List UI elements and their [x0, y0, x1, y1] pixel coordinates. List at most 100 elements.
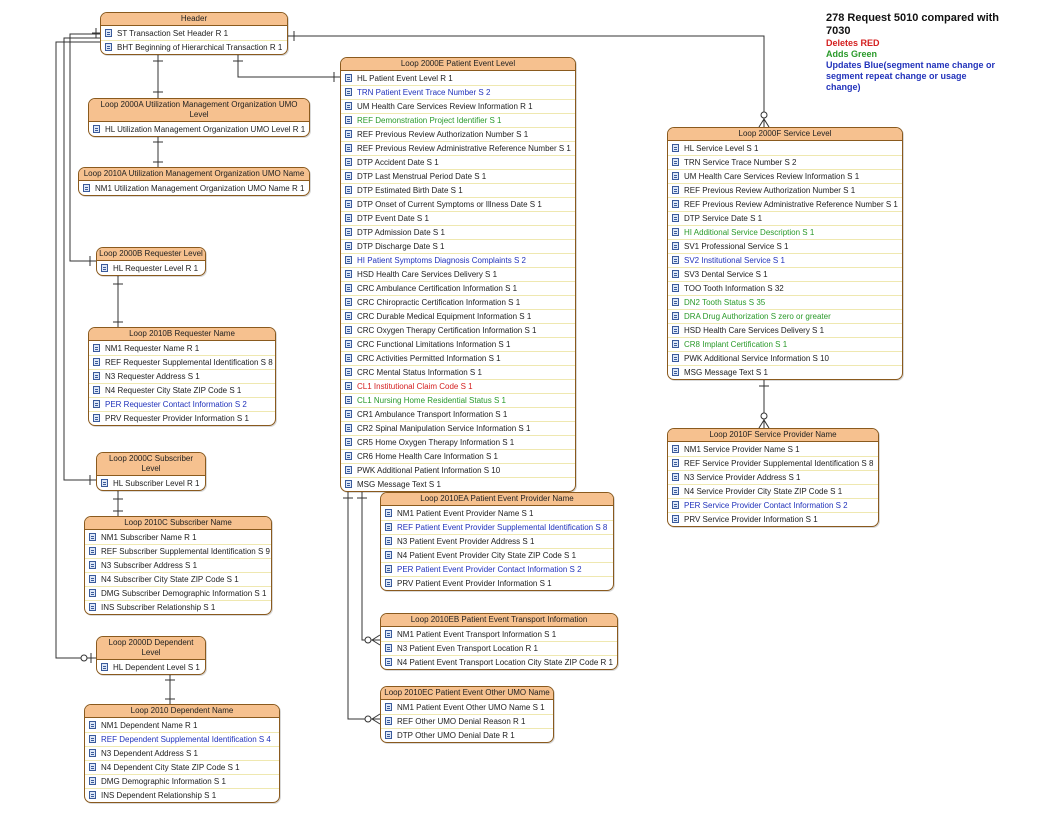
segment-row[interactable]: HL Requester Level R 1 — [97, 262, 205, 275]
segment-row[interactable]: REF Other UMO Denial Reason R 1 — [381, 715, 553, 729]
segment-row[interactable]: N3 Patient Event Provider Address S 1 — [381, 535, 613, 549]
segment-row[interactable]: REF Subscriber Supplemental Identificati… — [85, 545, 271, 559]
entity-loop-2000a[interactable]: Loop 2000A Utilization Management Organi… — [88, 98, 310, 137]
segment-row[interactable]: NM1 Subscriber Name R 1 — [85, 531, 271, 545]
segment-row[interactable]: MSG Message Text S 1 — [668, 366, 902, 379]
segment-row[interactable]: REF Previous Review Authorization Number… — [341, 128, 575, 142]
segment-row[interactable]: PRV Patient Event Provider Information S… — [381, 577, 613, 590]
entity-loop-2010ec[interactable]: Loop 2010EC Patient Event Other UMO Name… — [380, 686, 554, 743]
segment-row[interactable]: REF Previous Review Authorization Number… — [668, 184, 902, 198]
segment-row[interactable]: DTP Other UMO Denial Date R 1 — [381, 729, 553, 742]
segment-row[interactable]: HSD Health Care Services Delivery S 1 — [341, 268, 575, 282]
segment-row[interactable]: DN2 Tooth Status S 35 — [668, 296, 902, 310]
segment-row[interactable]: NM1 Utilization Management Organization … — [79, 182, 309, 195]
segment-row[interactable]: DTP Event Date S 1 — [341, 212, 575, 226]
segment-row[interactable]: CRC Ambulance Certification Information … — [341, 282, 575, 296]
segment-row[interactable]: DRA Drug Authorization S zero or greater — [668, 310, 902, 324]
segment-row[interactable]: PRV Service Provider Information S 1 — [668, 513, 878, 526]
segment-row[interactable]: REF Previous Review Administrative Refer… — [668, 198, 902, 212]
segment-row[interactable]: DMG Demographic Information S 1 — [85, 775, 279, 789]
segment-row[interactable]: HI Additional Service Description S 1 — [668, 226, 902, 240]
segment-row[interactable]: NM1 Patient Event Transport Information … — [381, 628, 617, 642]
segment-row[interactable]: N3 Patient Even Transport Location R 1 — [381, 642, 617, 656]
segment-row[interactable]: PER Patient Event Provider Contact Infor… — [381, 563, 613, 577]
segment-row[interactable]: CRC Mental Status Information S 1 — [341, 366, 575, 380]
segment-row[interactable]: HSD Health Care Services Delivery S 1 — [668, 324, 902, 338]
segment-row[interactable]: CR1 Ambulance Transport Information S 1 — [341, 408, 575, 422]
segment-row[interactable]: N4 Dependent City State ZIP Code S 1 — [85, 761, 279, 775]
segment-row[interactable]: REF Demonstration Project Identifier S 1 — [341, 114, 575, 128]
segment-row[interactable]: UM Health Care Services Review Informati… — [341, 100, 575, 114]
segment-row[interactable]: CRC Functional Limitations Information S… — [341, 338, 575, 352]
segment-row[interactable]: N4 Requester City State ZIP Code S 1 — [89, 384, 275, 398]
segment-row[interactable]: NM1 Patient Event Provider Name S 1 — [381, 507, 613, 521]
segment-row[interactable]: PWK Additional Service Information S 10 — [668, 352, 902, 366]
segment-row[interactable]: NM1 Service Provider Name S 1 — [668, 443, 878, 457]
segment-row[interactable]: REF Requester Supplemental Identificatio… — [89, 356, 275, 370]
segment-row[interactable]: DTP Discharge Date S 1 — [341, 240, 575, 254]
segment-row[interactable]: NM1 Requester Name R 1 — [89, 342, 275, 356]
entity-loop-2010eb[interactable]: Loop 2010EB Patient Event Transport Info… — [380, 613, 618, 670]
segment-row[interactable]: SV3 Dental Service S 1 — [668, 268, 902, 282]
segment-row[interactable]: DMG Subscriber Demographic Information S… — [85, 587, 271, 601]
segment-row[interactable]: SV1 Professional Service S 1 — [668, 240, 902, 254]
segment-row[interactable]: CR2 Spinal Manipulation Service Informat… — [341, 422, 575, 436]
segment-row[interactable]: REF Dependent Supplemental Identificatio… — [85, 733, 279, 747]
segment-row[interactable]: HL Dependent Level S 1 — [97, 661, 205, 674]
segment-row[interactable]: CRC Durable Medical Equipment Informatio… — [341, 310, 575, 324]
segment-row[interactable]: N3 Subscriber Address S 1 — [85, 559, 271, 573]
segment-row[interactable]: CL1 Institutional Claim Code S 1 — [341, 380, 575, 394]
segment-row[interactable]: N3 Service Provider Address S 1 — [668, 471, 878, 485]
segment-row[interactable]: CL1 Nursing Home Residential Status S 1 — [341, 394, 575, 408]
segment-row[interactable]: CR6 Home Health Care Information S 1 — [341, 450, 575, 464]
segment-row[interactable]: HL Service Level S 1 — [668, 142, 902, 156]
segment-row[interactable]: PWK Additional Patient Information S 10 — [341, 464, 575, 478]
segment-row[interactable]: DTP Admission Date S 1 — [341, 226, 575, 240]
segment-row[interactable]: INS Subscriber Relationship S 1 — [85, 601, 271, 614]
segment-row[interactable]: INS Dependent Relationship S 1 — [85, 789, 279, 802]
segment-row[interactable]: HL Subscriber Level R 1 — [97, 477, 205, 490]
segment-row[interactable]: DTP Last Menstrual Period Date S 1 — [341, 170, 575, 184]
segment-row[interactable]: N3 Dependent Address S 1 — [85, 747, 279, 761]
segment-row[interactable]: ST Transaction Set Header R 1 — [101, 27, 287, 41]
segment-row[interactable]: NM1 Dependent Name R 1 — [85, 719, 279, 733]
segment-row[interactable]: MSG Message Text S 1 — [341, 478, 575, 491]
segment-row[interactable]: CRC Activities Permitted Information S 1 — [341, 352, 575, 366]
segment-row[interactable]: CRC Oxygen Therapy Certification Informa… — [341, 324, 575, 338]
segment-row[interactable]: REF Previous Review Administrative Refer… — [341, 142, 575, 156]
segment-row[interactable]: N4 Service Provider City State ZIP Code … — [668, 485, 878, 499]
segment-row[interactable]: PRV Requester Provider Information S 1 — [89, 412, 275, 425]
segment-row[interactable]: N4 Subscriber City State ZIP Code S 1 — [85, 573, 271, 587]
segment-row[interactable]: CR8 Implant Certification S 1 — [668, 338, 902, 352]
segment-row[interactable]: N4 Patient Event Provider City State ZIP… — [381, 549, 613, 563]
segment-row[interactable]: SV2 Institutional Service S 1 — [668, 254, 902, 268]
segment-row[interactable]: TRN Service Trace Number S 2 — [668, 156, 902, 170]
segment-row[interactable]: N4 Patient Event Transport Location City… — [381, 656, 617, 669]
segment-row[interactable]: HL Patient Event Level R 1 — [341, 72, 575, 86]
segment-row[interactable]: HI Patient Symptoms Diagnosis Complaints… — [341, 254, 575, 268]
segment-row[interactable]: REF Patient Event Provider Supplemental … — [381, 521, 613, 535]
segment-row[interactable]: CR5 Home Oxygen Therapy Information S 1 — [341, 436, 575, 450]
segment-row[interactable]: TOO Tooth Information S 32 — [668, 282, 902, 296]
segment-row[interactable]: HL Utilization Management Organization U… — [89, 123, 309, 136]
segment-row[interactable]: DTP Accident Date S 1 — [341, 156, 575, 170]
segment-row[interactable]: BHT Beginning of Hierarchical Transactio… — [101, 41, 287, 54]
segment-row[interactable]: REF Service Provider Supplemental Identi… — [668, 457, 878, 471]
segment-row[interactable]: PER Service Provider Contact Information… — [668, 499, 878, 513]
segment-row[interactable]: TRN Patient Event Trace Number S 2 — [341, 86, 575, 100]
segment-row[interactable]: DTP Estimated Birth Date S 1 — [341, 184, 575, 198]
segment-row[interactable]: PER Requester Contact Information S 2 — [89, 398, 275, 412]
segment-row[interactable]: DTP Onset of Current Symptoms or Illness… — [341, 198, 575, 212]
segment-row[interactable]: CRC Chiropractic Certification Informati… — [341, 296, 575, 310]
segment-row[interactable]: NM1 Patient Event Other UMO Name S 1 — [381, 701, 553, 715]
